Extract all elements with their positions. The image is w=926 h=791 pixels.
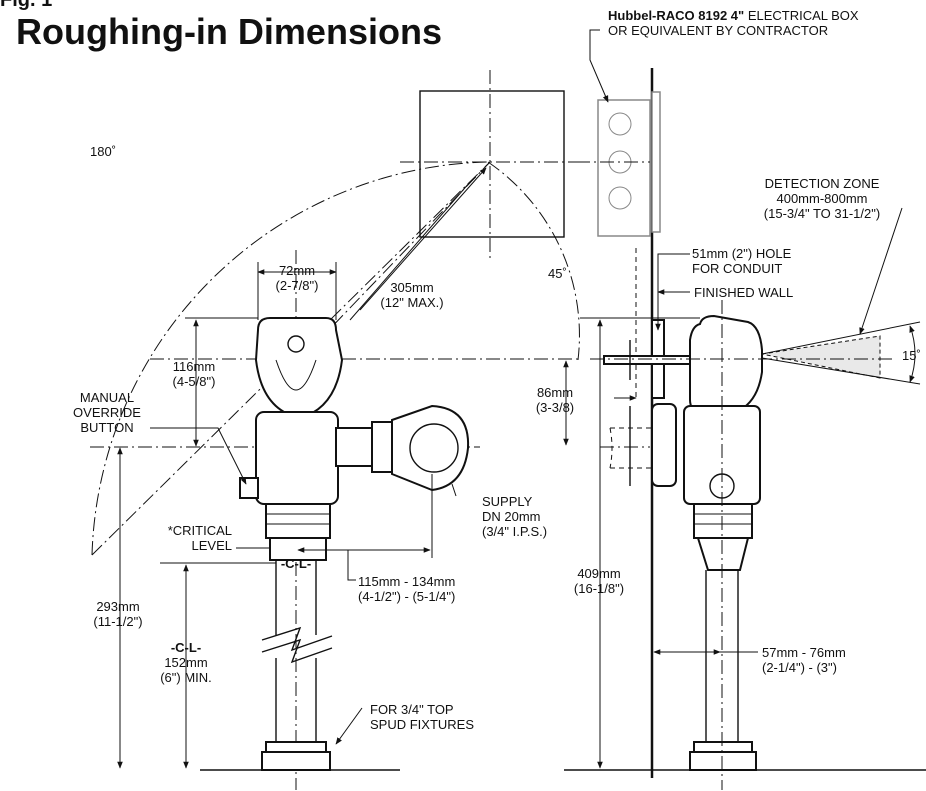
electrical-box-label-2: OR EQUIVALENT BY CONTRACTOR bbox=[608, 23, 828, 38]
labels: Hubbel-RACO 8192 4" ELECTRICAL BOX OR EQ… bbox=[73, 8, 921, 732]
spud-label-2: SPUD FIXTURES bbox=[370, 717, 474, 732]
front-view bbox=[90, 70, 580, 790]
height-293-in: (11-1/2") bbox=[93, 614, 142, 629]
height-409-mm: 409mm bbox=[577, 566, 620, 581]
supply-stop bbox=[391, 404, 470, 492]
width-72-mm: 72mm bbox=[279, 263, 315, 278]
spud-label: FOR 3/4" TOP bbox=[370, 702, 454, 717]
electrical-box-side bbox=[597, 99, 651, 237]
radius-305-mm: 305mm bbox=[390, 280, 433, 295]
critical-level-label: *CRITICAL bbox=[168, 523, 232, 538]
electrical-box-brand: Hubbel-RACO 8192 4" bbox=[608, 8, 744, 23]
height-86-mm: 86mm bbox=[537, 385, 573, 400]
detection-zone-label: DETECTION ZONE bbox=[765, 176, 880, 191]
svg-text:Hubbel-RACO 8192 4" ELECTRICAL: Hubbel-RACO 8192 4" ELECTRICAL BOX bbox=[608, 8, 859, 23]
height-86-in: (3-3/8) bbox=[536, 400, 574, 415]
angle-180-label: 180˚ bbox=[90, 144, 116, 159]
manual-override-label: MANUAL bbox=[80, 390, 134, 405]
electrical-box-square bbox=[419, 90, 565, 238]
width-115-in: (4-1/2") - (5-1/4") bbox=[358, 589, 455, 604]
angle-45-label: 45˚ bbox=[548, 266, 567, 281]
height-409-in: (16-1/8") bbox=[574, 581, 624, 596]
valve-body-front bbox=[255, 411, 339, 505]
electrical-box-label: ELECTRICAL BOX bbox=[744, 8, 859, 23]
width-57-mm: 57mm - 76mm bbox=[762, 645, 846, 660]
finished-wall-label: FINISHED WALL bbox=[694, 285, 793, 300]
arc-45 bbox=[487, 161, 580, 361]
supply-size-in: (3/4" I.P.S.) bbox=[482, 524, 547, 539]
radius-305-in: (12" MAX.) bbox=[380, 295, 443, 310]
supply-label: SUPPLY bbox=[482, 494, 533, 509]
detection-zone-range: 400mm-800mm bbox=[776, 191, 867, 206]
height-152-in: (6") MIN. bbox=[160, 670, 212, 685]
centerline-mark: -C-L- bbox=[281, 556, 311, 571]
sensor-head-front bbox=[254, 317, 344, 420]
manual-override-label-3: BUTTON bbox=[80, 420, 133, 435]
height-116-in: (4-5/8") bbox=[173, 374, 216, 389]
critical-level-label-2: LEVEL bbox=[192, 538, 232, 553]
conduit-hole-label: 51mm (2") HOLE bbox=[692, 246, 792, 261]
sensor-head-side bbox=[689, 314, 763, 416]
page-title: Roughing-in Dimensions bbox=[16, 11, 442, 52]
conduit-hole-label-2: FOR CONDUIT bbox=[692, 261, 782, 276]
manual-override-label-2: OVERRIDE bbox=[73, 405, 141, 420]
detection-zone-range-in: (15-3/4" TO 31-1/2") bbox=[764, 206, 880, 221]
angle-15-label: 15˚ bbox=[902, 348, 921, 363]
height-152-mm: 152mm bbox=[164, 655, 207, 670]
height-116-mm: 116mm bbox=[173, 359, 215, 374]
arc-180 bbox=[91, 161, 489, 556]
width-115-mm: 115mm - 134mm bbox=[358, 574, 455, 589]
height-293-mm: 293mm bbox=[96, 599, 139, 614]
manual-override-button bbox=[239, 477, 259, 499]
supply-size: DN 20mm bbox=[482, 509, 541, 524]
width-57-in: (2-1/4") - (3") bbox=[762, 660, 837, 675]
side-view bbox=[563, 29, 926, 790]
width-72-in: (2-7/8") bbox=[276, 278, 319, 293]
centerline-mark-2: -C-L- bbox=[171, 640, 201, 655]
figure-label: Fig. 1 bbox=[0, 0, 52, 11]
